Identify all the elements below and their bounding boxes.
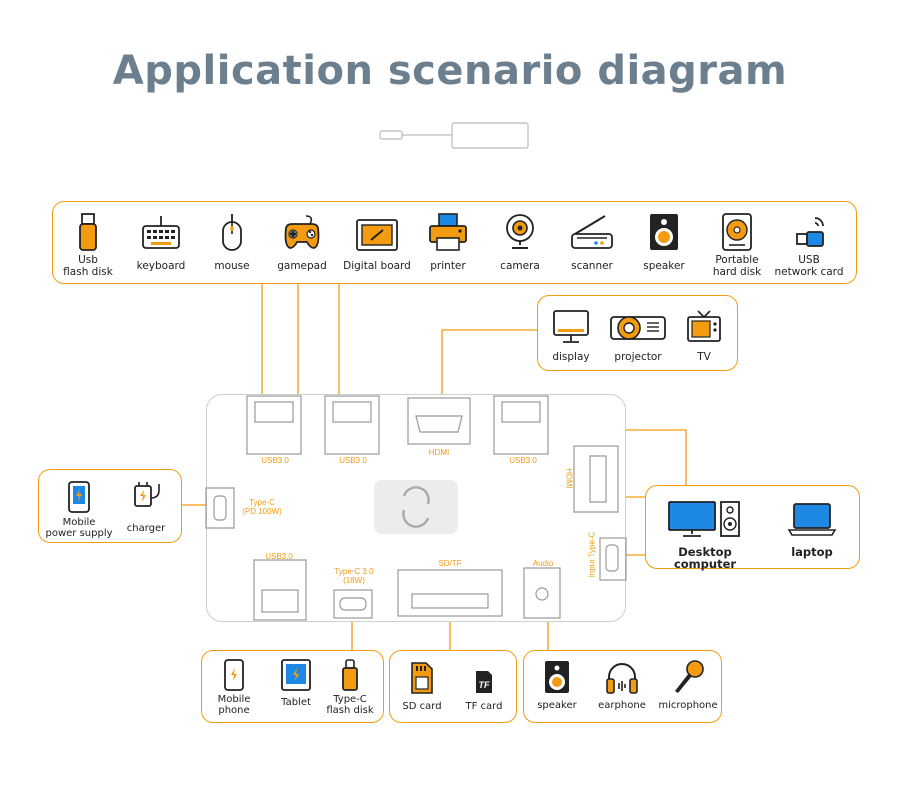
mobile-power-supply-icon <box>68 481 90 513</box>
gamepad-icon <box>284 215 320 249</box>
projector-icon <box>610 316 666 340</box>
speaker-icon <box>545 661 569 693</box>
port-label-audio: Audio <box>532 559 554 568</box>
device-laptop: laptop <box>776 498 848 558</box>
display-icon <box>553 310 589 343</box>
port-label-typec-pd: Type-C (PD 100W) <box>242 498 282 516</box>
device-gamepad: gamepad <box>272 212 332 272</box>
tv-icon <box>687 310 721 342</box>
port-label-hdmi-top: HDMI <box>428 448 450 457</box>
device-keyboard: keyboard <box>128 212 194 272</box>
device-desktop-computer: Desktop computer <box>652 498 758 570</box>
device-display: display <box>544 309 598 363</box>
device-usb-flash-disk: Usb flash disk <box>58 212 118 278</box>
device-tablet: Tablet <box>268 659 324 709</box>
port-label-typec-30: Type-C 3.0 (18W) <box>334 567 374 585</box>
port-label-hdmi-side: HDMI <box>564 468 574 489</box>
scanner-icon <box>571 215 613 249</box>
earphone-icon <box>606 663 638 694</box>
device-sd-card: SD card <box>394 661 450 713</box>
printer-icon <box>429 213 467 251</box>
device-portable-hard-disk: Portable hard disk <box>706 212 768 278</box>
device-mouse: mouse <box>202 212 262 272</box>
device-digital-board: Digital board <box>340 212 414 272</box>
mobile-phone-icon <box>224 659 244 691</box>
digital-board-icon <box>356 219 398 251</box>
card-devices-group <box>389 650 517 723</box>
port-label-sdtf: SD/TF <box>438 559 462 568</box>
camera-icon <box>506 214 534 249</box>
port-label-usb-bottom: USB3.0 <box>265 552 293 561</box>
tf-card-text: TF <box>479 680 490 690</box>
device-tf-card: TF TF card <box>456 661 512 713</box>
power-devices-group <box>38 469 182 543</box>
device-type-c-flash-disk: Type-C flash disk <box>320 659 380 716</box>
device-audio-speaker: speaker <box>530 659 584 712</box>
port-label-usb1: USB3.0 <box>261 456 289 465</box>
page-title: Application scenario diagram <box>112 48 788 94</box>
port-label-usb2: USB3.0 <box>339 456 367 465</box>
mouse-icon <box>222 214 242 251</box>
type-c-flash-disk-icon <box>342 659 358 691</box>
tf-card-icon: TF <box>476 671 492 693</box>
device-scanner: scanner <box>562 212 622 272</box>
sd-card-icon <box>411 662 433 694</box>
device-charger: charger <box>118 480 174 535</box>
portable-hard-disk-icon <box>722 213 752 251</box>
port-label-usb3: USB3.0 <box>509 456 537 465</box>
desktop-computer-icon <box>668 501 740 537</box>
device-projector: projector <box>606 309 670 363</box>
usb-flash-disk-icon <box>79 213 97 251</box>
device-speaker: speaker <box>634 212 694 272</box>
device-tv: TV <box>676 309 732 363</box>
device-microphone: microphone <box>656 659 720 712</box>
charger-icon <box>134 482 160 507</box>
device-printer: printer <box>420 212 476 272</box>
device-earphone: earphone <box>594 659 650 712</box>
microphone-icon <box>675 660 704 693</box>
device-mobile-phone: Mobile phone <box>206 659 262 716</box>
speaker-icon <box>650 214 678 250</box>
device-mobile-power-supply: Mobile power supply <box>42 480 116 539</box>
device-camera: camera <box>492 212 548 272</box>
tablet-icon <box>281 659 311 691</box>
laptop-icon <box>787 503 837 536</box>
usb-network-card-icon <box>796 217 824 247</box>
port-label-input-typec: Input Type-C <box>587 531 597 578</box>
keyboard-icon <box>142 215 180 249</box>
device-usb-network-card: USB network card <box>772 212 846 278</box>
